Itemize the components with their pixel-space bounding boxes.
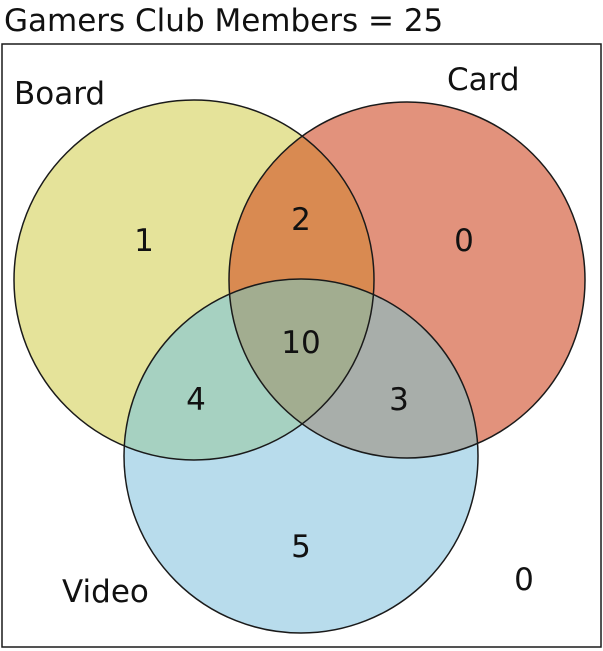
board-video-count: 4 <box>186 382 206 418</box>
diagram-title: Gamers Club Members = 25 <box>4 3 444 39</box>
board-set-label: Board <box>14 76 105 112</box>
card-video-count: 3 <box>389 382 409 418</box>
board-circle-outline <box>13 99 375 461</box>
board-card-count: 2 <box>291 202 311 238</box>
board-only-count: 1 <box>134 223 154 259</box>
card-set-label: Card <box>447 62 520 98</box>
outside-count: 0 <box>514 562 534 598</box>
video-only-count: 5 <box>291 529 311 565</box>
video-circle-outline <box>123 278 479 634</box>
card-circle-outline <box>228 101 586 459</box>
card-only-count: 0 <box>454 223 474 259</box>
all-three-count: 10 <box>281 325 320 361</box>
universe-box <box>1 43 602 648</box>
video-set-label: Video <box>62 574 149 610</box>
